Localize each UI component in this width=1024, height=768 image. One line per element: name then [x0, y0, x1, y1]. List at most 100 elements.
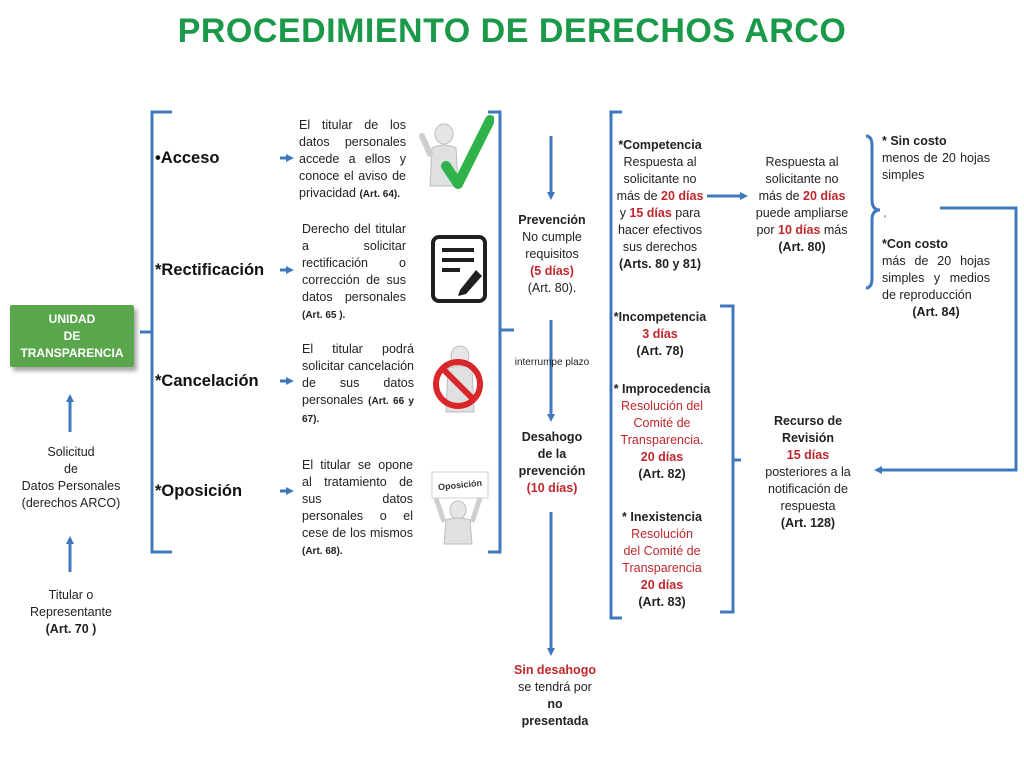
desahogo-line3: prevención: [518, 464, 586, 478]
respuesta-line3-text: más de: [758, 189, 804, 203]
respuesta-line3-days: 20 días: [803, 189, 846, 203]
unit-transparencia-box: UNIDAD DE TRANSPARENCIA: [10, 305, 134, 367]
sin-desahogo-line3: no: [547, 697, 563, 711]
bracket-rights-left: [150, 110, 172, 554]
desc-cancelacion-ref: (Art. 66 y 67).: [302, 396, 414, 425]
prevencion-block: Prevención No cumple requisitos (5 días)…: [506, 212, 598, 297]
bracket-responses: [609, 110, 622, 620]
competencia-line3: más de 20 días: [610, 188, 710, 205]
desahogo-days: (10 días): [526, 481, 578, 495]
respuesta-line5-days: 10 días: [778, 223, 821, 237]
sin-desahogo-line2: se tendrá por: [518, 680, 592, 694]
prevencion-art: (Art. 80).: [527, 281, 577, 295]
desc-oposicion-ref: (Art. 68).: [302, 546, 343, 557]
prevencion-days: (5 días): [530, 264, 574, 278]
competencia-art: (Arts. 80 y 81): [619, 257, 701, 271]
competencia-line1: Respuesta al: [623, 155, 697, 169]
bracket-rights-right: [488, 110, 502, 554]
respuesta-line5: por 10 días más: [746, 222, 858, 239]
solicitud-line1: Solicitud: [47, 445, 95, 459]
solicitud-line2: de: [64, 462, 78, 476]
right-label-cancelacion: *Cancelación: [155, 372, 259, 390]
incompetencia-block: *Incompetencia 3 días (Art. 78): [610, 309, 710, 360]
prohibited-figure-icon: [433, 345, 483, 413]
prevencion-title: Prevención: [518, 213, 586, 227]
improcedencia-days: 20 días: [640, 450, 684, 464]
right-label-rectificacion: *Rectificación: [155, 261, 265, 279]
competencia-line4-tail: para: [671, 206, 701, 220]
sin-desahogo-title: Sin desahogo: [514, 663, 596, 677]
respuesta-block: Respuesta al solicitante no más de 20 dí…: [746, 154, 858, 256]
competencia-block: *Competencia Respuesta al solicitante no…: [610, 137, 710, 273]
incompetencia-art: (Art. 78): [636, 344, 684, 358]
desahogo-line1: Desahogo: [521, 430, 583, 444]
desc-oposicion-text: El titular se opone al tratamiento de su…: [302, 458, 413, 540]
recurso-line1: Recurso de: [773, 414, 843, 428]
tick-mark: ‘: [884, 214, 887, 225]
unit-line2: DE: [63, 328, 81, 343]
inexistencia-days: 20 días: [640, 578, 684, 592]
recurso-art: (Art. 128): [780, 516, 836, 530]
desc-acceso: El titular de los datos personales acced…: [299, 117, 406, 203]
desc-cancelacion: El titular podrá solicitar cancelación d…: [302, 341, 414, 428]
desc-rectificacion-text: Derecho del titular a solicitar rectific…: [302, 222, 406, 304]
sin-costo-desc: menos de 20 hojas simples: [882, 151, 990, 182]
recurso-line3: posteriores a la: [765, 465, 851, 479]
checkmark-figure-icon: [419, 115, 494, 189]
respuesta-line5-tail: más: [820, 223, 848, 237]
solicitud-line3: Datos Personales: [21, 479, 121, 493]
prevencion-line1: No cumple: [522, 230, 582, 244]
respuesta-line4: puede ampliarse: [755, 206, 849, 220]
opposition-figure-graphic: [431, 471, 489, 545]
inexistencia-block: * Inexistencia Resolución del Comité de …: [606, 509, 718, 611]
desc-rectificacion-ref: (Art. 65 ).: [302, 310, 346, 321]
sin-costo-title: * Sin costo: [882, 134, 947, 148]
solicitud-line4: (derechos ARCO): [21, 496, 121, 510]
recurso-line4: notificación de: [768, 482, 848, 496]
improcedencia-line3: Transparencia.: [606, 432, 718, 449]
respuesta-line2: solicitante no: [765, 172, 839, 186]
interrumpe-label: interrumpe plazo: [514, 357, 590, 368]
competencia-line6: sus derechos: [622, 240, 698, 254]
incompetencia-title: *Incompetencia: [613, 310, 707, 324]
respuesta-line1: Respuesta al: [765, 155, 839, 169]
desc-acceso-ref: (Art. 64).: [359, 189, 401, 200]
sin-desahogo-line4: presentada: [521, 714, 589, 728]
competencia-line5: hacer efectivos: [617, 223, 703, 237]
con-costo-title: *Con costo: [882, 237, 948, 251]
respuesta-line5-text: por: [756, 223, 779, 237]
competencia-line4-text: y: [619, 206, 630, 220]
inexistencia-art: (Art. 83): [638, 595, 686, 609]
titular-art: (Art. 70 ): [45, 622, 97, 636]
respuesta-art: (Art. 80): [778, 240, 826, 254]
recurso-block: Recurso de Revisión 15 días posteriores …: [746, 413, 870, 532]
bracket-negatives: [720, 304, 735, 614]
inexistencia-line3: Transparencia: [622, 561, 702, 575]
right-label-acceso: •Acceso: [155, 149, 220, 167]
competencia-line2: solicitante no: [623, 172, 697, 186]
improcedencia-art: (Art. 82): [638, 467, 686, 481]
inexistencia-line1: Resolución: [631, 527, 693, 541]
inexistencia-title: * Inexistencia: [622, 510, 702, 524]
competencia-line4-days: 15 días: [629, 206, 672, 220]
con-costo-desc: más de 20 hojas simples y medios de repr…: [882, 254, 990, 302]
competencia-line3-text: más de: [616, 189, 662, 203]
recurso-line2: Revisión: [781, 431, 835, 445]
recurso-line5: respuesta: [780, 499, 836, 513]
desc-cancelacion-text: El titular podrá solicitar cancelación d…: [302, 342, 414, 407]
desc-oposicion: El titular se opone al tratamiento de su…: [302, 457, 413, 560]
competencia-title: *Competencia: [618, 138, 702, 152]
improcedencia-line3-text: Transparencia: [620, 433, 700, 447]
right-label-oposicion: *Oposición: [155, 482, 243, 500]
competencia-line4: y 15 días para: [610, 205, 710, 222]
brace-costs: [865, 134, 881, 290]
improcedencia-block: * Improcedencia Resolución del Comité de…: [606, 381, 718, 483]
desahogo-line2: de la: [537, 447, 567, 461]
improcedencia-title: * Improcedencia: [613, 382, 711, 396]
desc-acceso-text: El titular de los datos personales acced…: [299, 118, 406, 200]
recurso-days: 15 días: [786, 448, 830, 462]
unit-line1: UNIDAD: [48, 311, 96, 326]
prevencion-line2: requisitos: [525, 247, 579, 261]
desc-rectificacion: Derecho del titular a solicitar rectific…: [302, 221, 406, 324]
titular-block: Titular o Representante (Art. 70 ): [6, 587, 136, 638]
